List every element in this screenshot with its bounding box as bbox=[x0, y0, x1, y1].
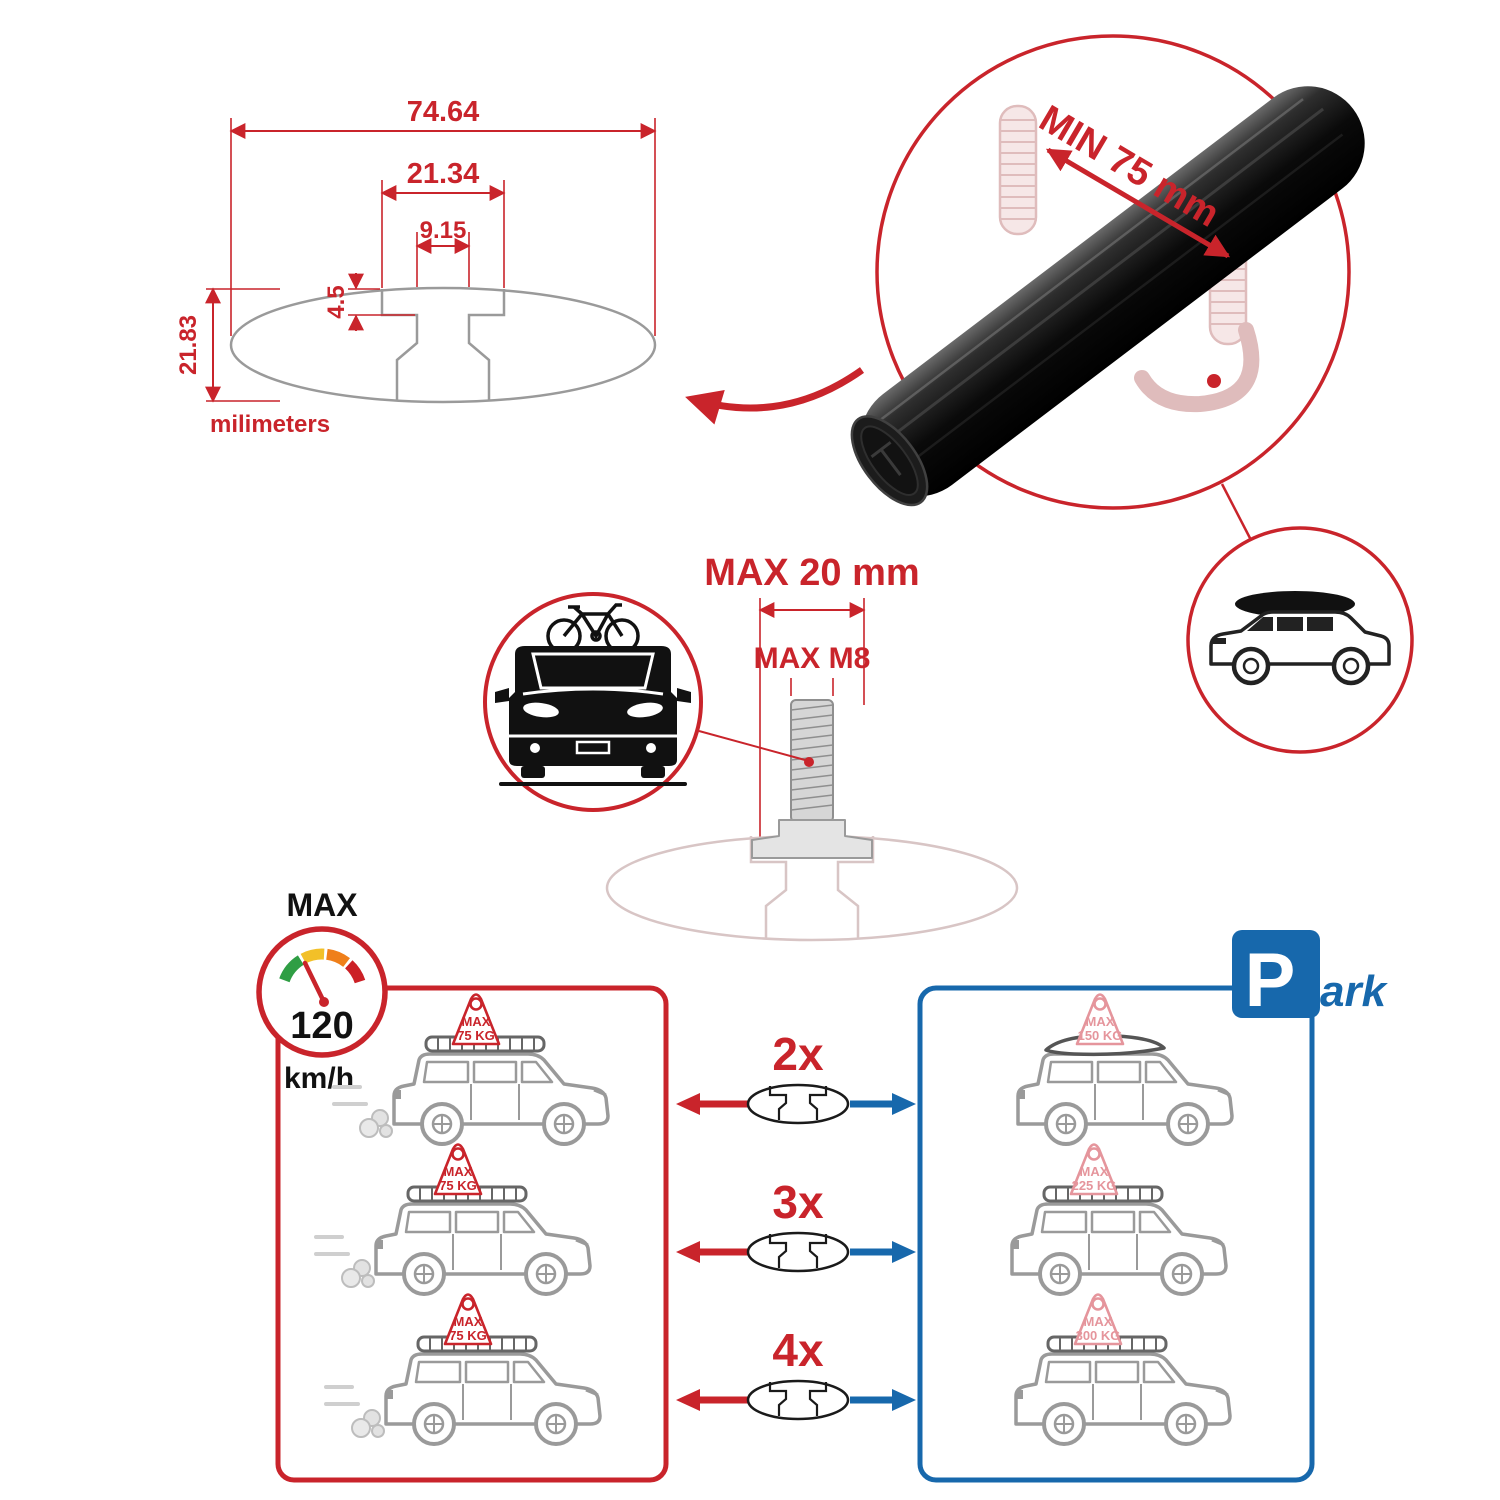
load-tag: MAX 225 KG bbox=[1069, 1143, 1119, 1196]
min-span-arrow bbox=[1045, 147, 1231, 259]
speedometer-pivot bbox=[319, 997, 329, 1007]
crossbar-3d-icon bbox=[850, 86, 1365, 507]
crossbar-profile-icon bbox=[746, 1379, 850, 1421]
speedometer-icon bbox=[256, 926, 388, 1058]
connector-line-bike-circle bbox=[698, 730, 806, 761]
crossbar-profile-icon bbox=[746, 1231, 850, 1273]
bolt-max-width-label: MAX 20 mm bbox=[704, 552, 919, 594]
dim-label-height: 21.83 bbox=[175, 315, 202, 375]
load-tag: MAX 150 KG bbox=[1075, 993, 1125, 1046]
speedometer-needle bbox=[302, 960, 327, 1005]
load-tag-kg: 75 KG bbox=[439, 1178, 477, 1193]
dim-label-slot-inner: 9.15 bbox=[420, 217, 467, 244]
t-slot-profile-lines bbox=[380, 289, 506, 401]
speedometer-gauge bbox=[279, 948, 366, 984]
bar-count-rows: 2x 3x 4x bbox=[676, 1028, 916, 1421]
crossbar-profile-icon bbox=[746, 1083, 850, 1125]
right-arrow-head bbox=[892, 1241, 916, 1263]
car-front-icon bbox=[495, 646, 691, 786]
load-tag: MAX 75 KG bbox=[443, 1293, 493, 1346]
load-tag-kg: 225 KG bbox=[1072, 1178, 1117, 1193]
left-arrow-head bbox=[676, 1241, 700, 1263]
load-tag-kg: 75 KG bbox=[449, 1328, 487, 1343]
connector-line-car-circle bbox=[1220, 483, 1254, 543]
bolt-icon bbox=[751, 699, 873, 859]
bolt-dimension-diagram: MAX 20 mm MAX M8 bbox=[605, 552, 1019, 942]
car-front-bike-circle bbox=[483, 592, 703, 812]
right-arrow-head bbox=[892, 1389, 916, 1411]
load-tag: MAX 75 KG bbox=[451, 993, 501, 1046]
load-tag-max: MAX bbox=[1080, 1164, 1109, 1179]
suv-roofbox-circle bbox=[1186, 526, 1414, 754]
speed-max-label: MAX bbox=[286, 887, 358, 923]
cross-section-dimension-diagram: 74.64 21.34 9.15 4.5 21.83 milimeters bbox=[175, 96, 657, 438]
suv-roofbox-icon bbox=[1209, 591, 1391, 686]
load-tag-max: MAX bbox=[454, 1314, 483, 1329]
park-sign-icon: P ark bbox=[1232, 930, 1389, 1023]
parked-cars: MAX 150 KG MAX 225 KG MAX 300 KG bbox=[1010, 993, 1234, 1446]
bolt-callout-dot bbox=[804, 757, 814, 767]
callout-dot bbox=[1207, 374, 1221, 388]
count-label-row3: 4x bbox=[772, 1324, 824, 1376]
load-tag: MAX 300 KG bbox=[1073, 1293, 1123, 1346]
load-tag-kg: 150 KG bbox=[1078, 1028, 1123, 1043]
load-tag-max: MAX bbox=[1084, 1314, 1113, 1329]
dim-label-slot-depth: 4.5 bbox=[323, 285, 350, 318]
dim-label-total-width: 74.64 bbox=[407, 96, 480, 128]
driving-cars: MAX 75 KG MAX 75 KG MAX 75 KG bbox=[314, 993, 610, 1446]
load-tag-max: MAX bbox=[1086, 1014, 1115, 1029]
load-tag-kg: 75 KG bbox=[457, 1028, 495, 1043]
right-arrow-head bbox=[892, 1093, 916, 1115]
park-sign-letter: P bbox=[1245, 938, 1296, 1023]
crossbar-cross-section-icon bbox=[229, 286, 657, 404]
pointer-arrow-to-cross-section bbox=[685, 367, 865, 425]
dim-label-slot-outer: 21.34 bbox=[407, 158, 480, 190]
load-tag-kg: 300 KG bbox=[1076, 1328, 1121, 1343]
load-tag: MAX 75 KG bbox=[433, 1143, 483, 1196]
extension-ticks bbox=[206, 288, 415, 402]
thread-tick-lines bbox=[790, 678, 834, 696]
bolt-max-thread-label: MAX M8 bbox=[754, 642, 871, 675]
speed-value: 120 bbox=[290, 1005, 353, 1047]
load-tag-max: MAX bbox=[444, 1164, 473, 1179]
extension-lines bbox=[230, 118, 656, 336]
load-tag-max: MAX bbox=[462, 1014, 491, 1029]
crossbar-detail-circle: MIN 75 mm bbox=[850, 34, 1365, 510]
left-arrow-head bbox=[676, 1389, 700, 1411]
count-label-row1: 2x bbox=[772, 1028, 824, 1080]
units-label: milimeters bbox=[210, 411, 330, 438]
count-label-row2: 3x bbox=[772, 1176, 824, 1228]
left-arrow-head bbox=[676, 1093, 700, 1115]
speed-units: km/h bbox=[284, 1062, 354, 1095]
speed-limit-badge: MAX 120 km/h bbox=[256, 887, 388, 1095]
park-sign-suffix: ark bbox=[1320, 967, 1389, 1016]
park-sign-square bbox=[1232, 930, 1320, 1018]
